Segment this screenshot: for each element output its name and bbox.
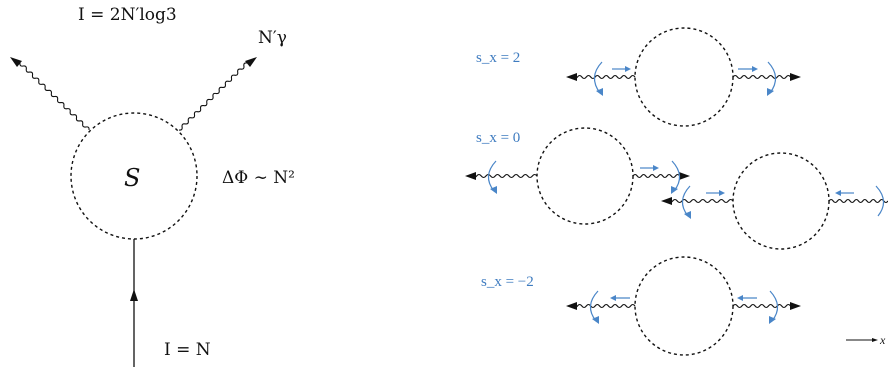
blob: [634, 256, 734, 356]
spin-arrow-head-left: [625, 66, 631, 72]
x-axis-label: x: [879, 333, 886, 347]
arrowhead-left: [661, 197, 672, 205]
spin-arrow-head-left: [610, 295, 616, 301]
spin-arrow-head-left: [719, 190, 725, 196]
arrowhead-right: [790, 302, 801, 310]
wavy-line-left: [572, 74, 636, 80]
spin-arrow-head-right: [835, 190, 841, 196]
photon-count-label: N′γ: [258, 28, 287, 48]
spin-arrow-head-right: [653, 165, 659, 171]
phase-label: ΔΦ ∼ N²: [222, 168, 295, 188]
sx-label-plus-two: s_x = 2: [476, 50, 520, 66]
configuration-sx-zero-a: [465, 127, 690, 225]
incoming-arrowhead: [130, 289, 138, 301]
wavy-line-left: [572, 303, 636, 309]
wavy-line-right: [828, 198, 888, 204]
configuration-sx-zero-b: [661, 152, 888, 250]
bottom-information-label: I = N: [164, 340, 211, 360]
sx-label-minus-two: s_x = −2: [481, 274, 534, 290]
spin-arc-left: [589, 290, 599, 322]
wavy-line-right: [632, 173, 685, 179]
s-matrix-label: S: [124, 164, 140, 192]
arrowhead-left: [566, 73, 577, 81]
arrowhead-right: [245, 57, 257, 67]
blob: [634, 27, 734, 127]
blob: [732, 152, 830, 250]
configuration-sx-minus-two: [566, 256, 801, 356]
sx-label-zero: s_x = 0: [476, 130, 520, 146]
spin-arrow-head-right: [737, 295, 743, 301]
arrowhead-left: [465, 172, 476, 180]
configuration-sx-plus-two: [566, 27, 801, 127]
spin-arc-head-right: [767, 88, 774, 96]
outgoing-photon-line-left: [19, 62, 90, 131]
spin-arc-head-right: [671, 186, 678, 194]
x-axis-arrowhead: [872, 338, 878, 342]
spin-arc-right: [769, 290, 779, 322]
blob: [536, 127, 634, 225]
spin-arrow-head-right: [752, 66, 758, 72]
spin-arc-head-left: [490, 186, 497, 194]
wavy-line-right: [732, 74, 796, 80]
x-axis-indicator: x: [846, 333, 886, 347]
spin-arc-right: [875, 185, 885, 217]
arrowhead-right: [790, 73, 801, 81]
spin-arc-head-left: [684, 211, 691, 219]
left-diagram: I = 2N′log3 N′γ S ΔΦ ∼ N² I = N: [10, 5, 295, 367]
arrowhead-left: [10, 57, 22, 67]
spin-arc-head-right: [769, 316, 776, 324]
spin-arc-head-left: [592, 316, 599, 324]
arrowhead-left: [566, 302, 577, 310]
top-information-label: I = 2N′log3: [78, 5, 177, 25]
wavy-line-left: [471, 173, 538, 179]
outgoing-photon-line-right: [178, 62, 248, 131]
spin-arc-right: [767, 61, 777, 94]
spin-arc-head-left: [596, 88, 603, 96]
wavy-line-right: [732, 303, 796, 309]
wavy-line-left: [667, 198, 734, 204]
arrowhead-right: [679, 172, 690, 180]
right-diagram: s_x = 2 s_x = 0 s_x = −2: [465, 27, 888, 356]
spin-arc-left: [593, 61, 603, 94]
